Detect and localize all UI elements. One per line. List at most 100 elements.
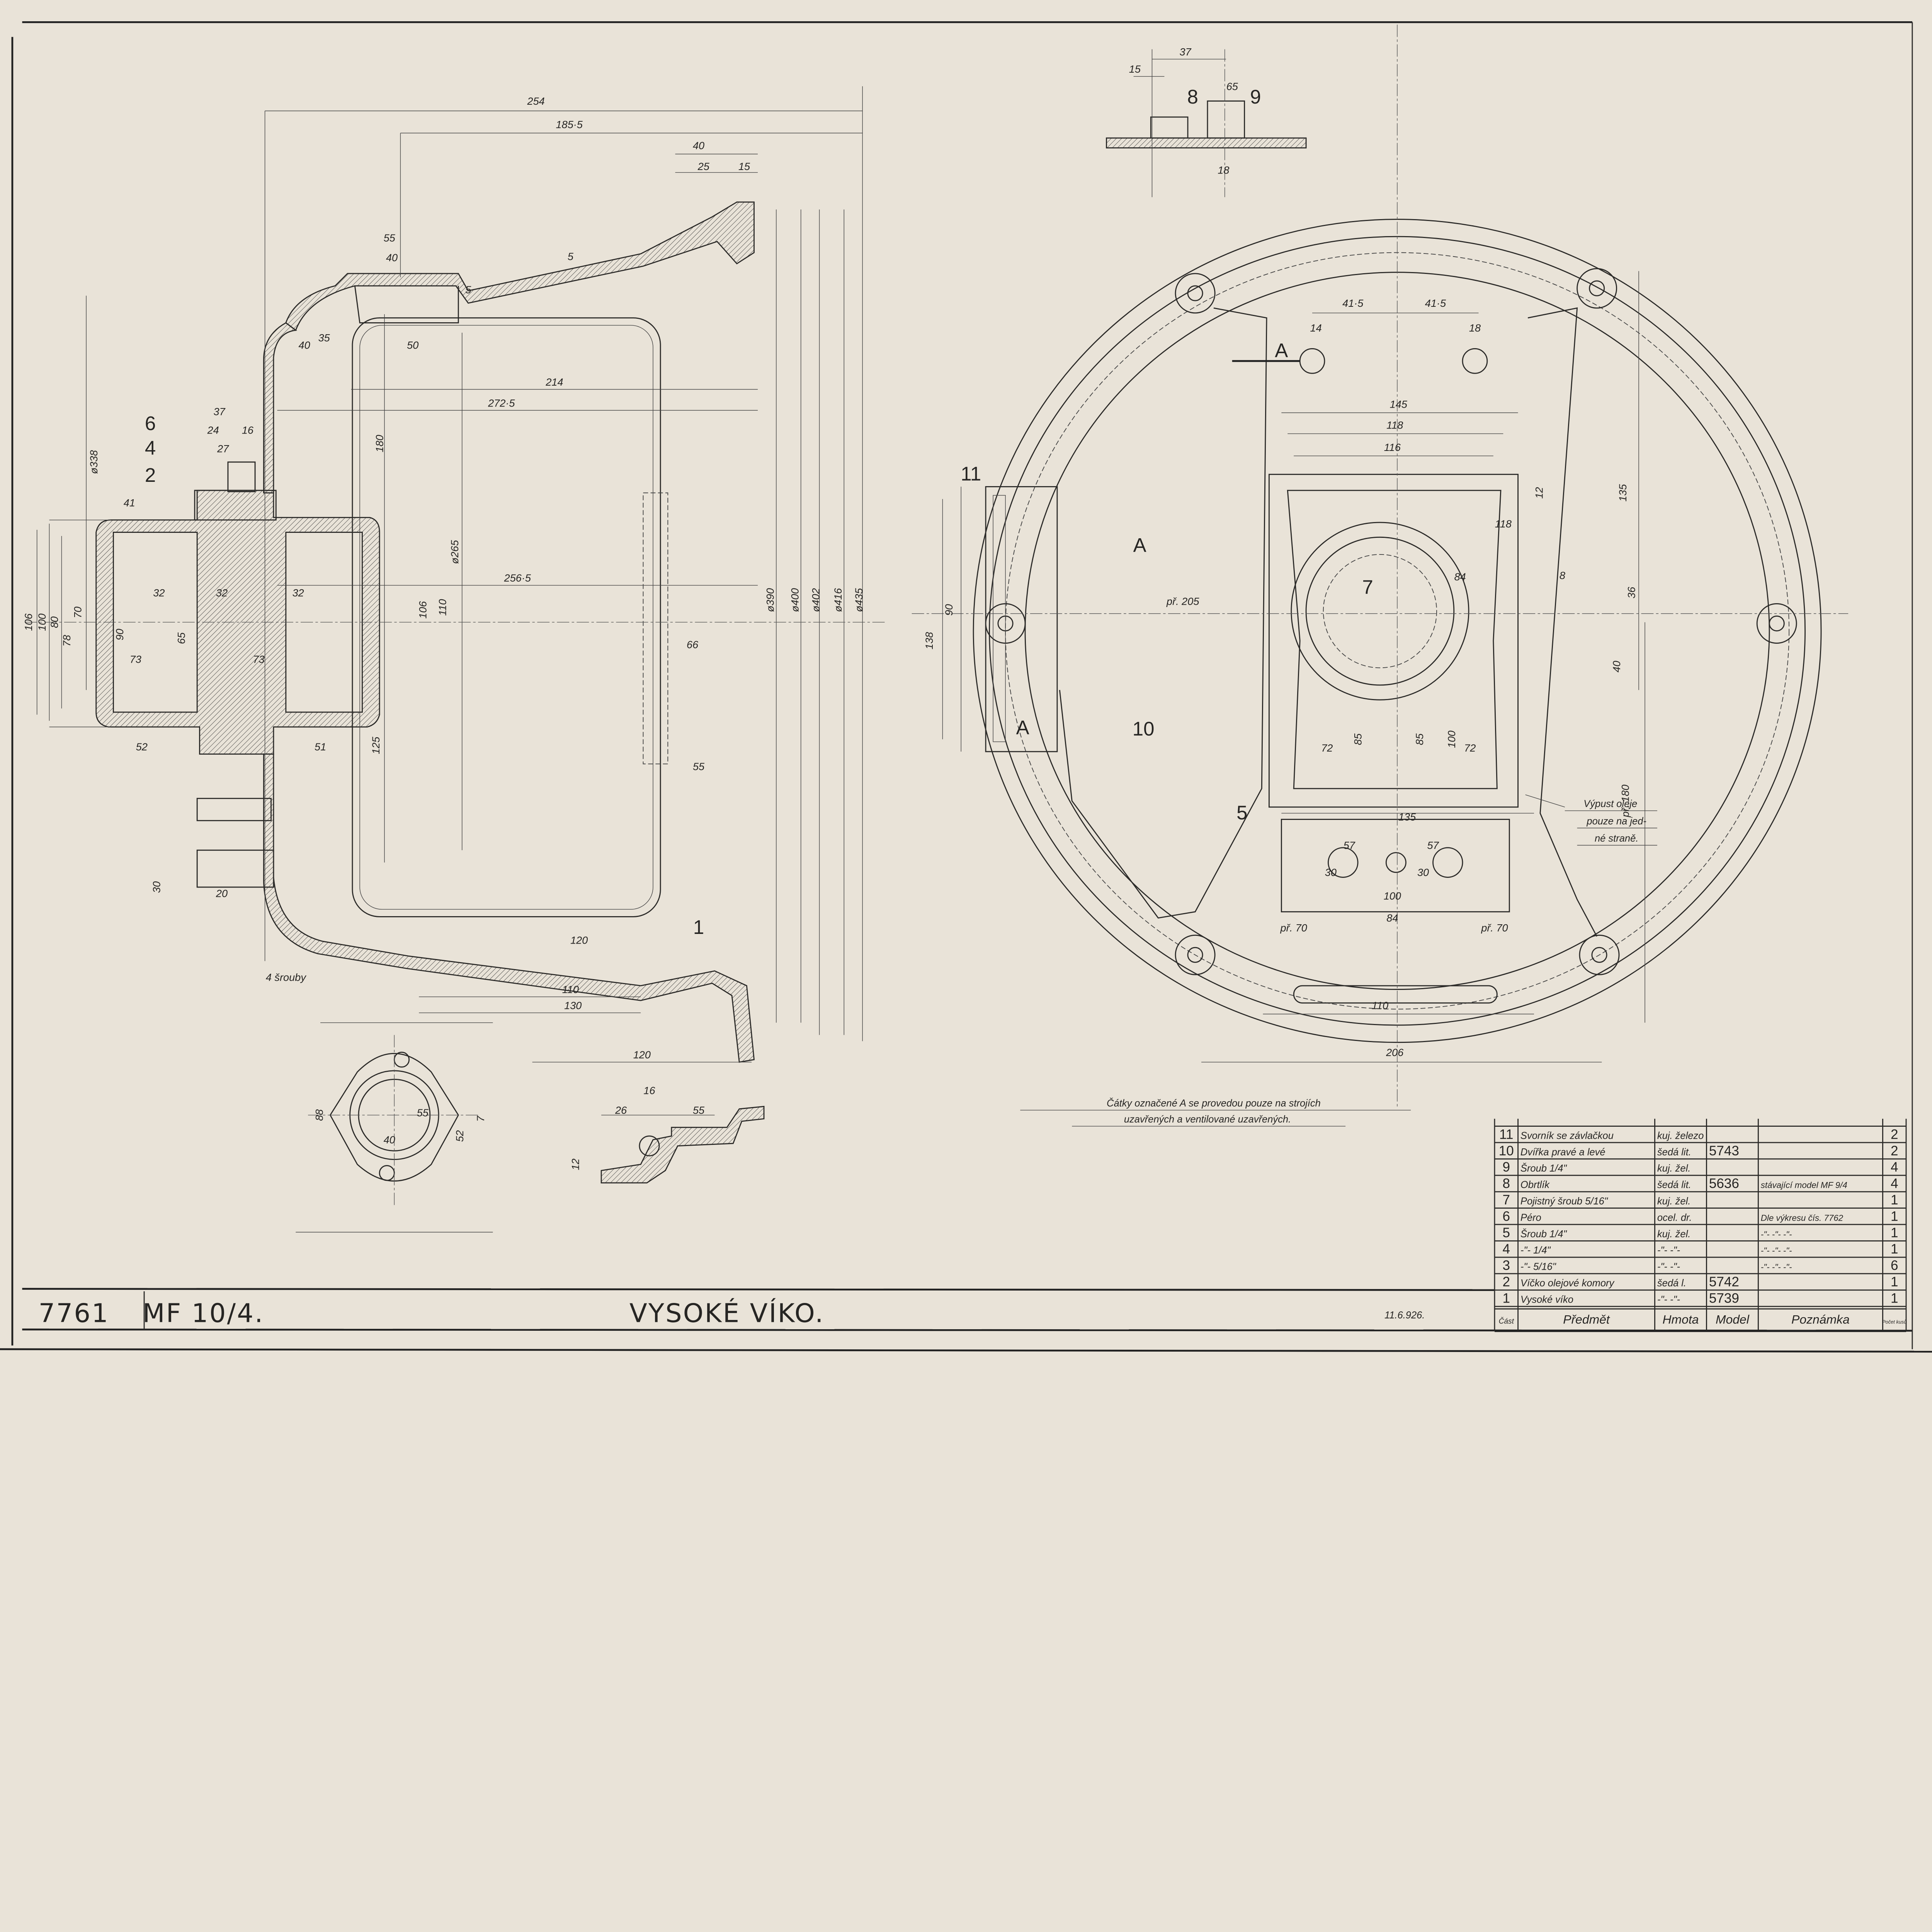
part-number-label: 2 [145,464,156,486]
dimension-label: 40 [299,339,310,351]
dimension-label: 116 [1384,441,1401,453]
dimension-label: 85 [1352,733,1364,745]
dimension-label: ø265 [449,540,461,564]
title-block [22,1288,1912,1332]
dimension-label: 8 [1560,570,1565,582]
drawing-date: 11.6.926. [1384,1310,1425,1321]
parts-row-remark: -"- -"- -"- [1761,1246,1792,1255]
parts-row-material: -"- -"- [1657,1262,1680,1272]
dimension-label: 214 [545,376,563,388]
note-oil-drain: pouze na jed- [1586,816,1646,827]
note-oil-drain: né straně. [1595,833,1638,844]
dimension-label: 24 [207,424,219,436]
dimension-label: 18 [1469,322,1481,334]
dimension-label: 52 [454,1130,466,1142]
parts-row-remark: stávající model MF 9/4 [1761,1180,1847,1190]
dimension-label: 40 [386,252,398,264]
dimension-label: 135 [1617,484,1629,502]
parts-row-part: 8 [1503,1176,1510,1191]
part-number-label: 7 [1362,576,1373,598]
drawing-title: VYSOKÉ VÍKO. [629,1298,825,1328]
part-number-label: 11 [961,463,981,485]
dimension-label: 100 [1384,890,1401,902]
boss-holes [985,268,1797,975]
dimension-label: 4 šrouby [266,971,306,983]
part-number-label: A [1016,717,1029,739]
parts-row-qty: 2 [1891,1143,1898,1158]
parts-row-pattern: 5743 [1709,1143,1739,1158]
dimension-label: př. 205 [1166,595,1199,607]
dimension-label: 41·5 [1342,297,1364,309]
parts-row-qty: 4 [1891,1160,1898,1175]
dimension-label: 16 [242,424,254,436]
dimension-label: ø416 [832,588,844,612]
dimension-label: 55 [693,760,705,772]
dimension-label: 118 [1495,518,1512,530]
parts-row-qty: 2 [1891,1127,1898,1142]
parts-row-qty: 4 [1891,1176,1898,1191]
dimension-label: 72 [1464,742,1476,754]
dimension-label: 65 [175,632,187,644]
dimension-label: 78 [61,635,73,646]
turn-button-detail [1106,49,1307,197]
dimension-label: 37 [214,406,226,418]
note-parts-a: Čátky označené A se provedou pouze na st… [1107,1098,1321,1109]
dimension-label: 20 [216,887,228,899]
parts-list-grid [1494,1119,1907,1332]
dimension-label: ø435 [853,588,865,612]
dimension-label: 185·5 [556,119,583,131]
dimension-label: 55 [693,1104,705,1116]
dimension-label: 30 [151,881,163,893]
parts-row-qty: 6 [1891,1258,1898,1273]
parts-row-material: kuj. žel. [1657,1163,1690,1174]
parts-row-part: 1 [1503,1291,1510,1306]
dimension-label: 145 [1390,398,1408,410]
parts-header-material: Hmota [1663,1313,1699,1327]
parts-row-item: Víčko olejové komory [1520,1278,1615,1289]
parts-row-part: 9 [1503,1160,1510,1175]
parts-row-part: 5 [1503,1225,1510,1240]
dimension-label: 32 [216,587,228,599]
dimension-label: 14 [1310,322,1322,334]
dimension-label: 32 [153,587,165,599]
dimension-label: 41 [124,497,135,509]
dimension-label: 40 [693,139,704,151]
front-view [912,24,1849,1109]
parts-row-remark: Dle výkresu čís. 7762 [1761,1213,1844,1223]
dimension-label: 27 [217,442,229,454]
part-number-label: 4 [145,437,156,459]
dimension-label: 12 [570,1158,582,1170]
dimension-label: 84 [1454,571,1466,583]
technical-drawing-sheet: 254185·54025155540550214272·5180ø265256·… [0,21,1932,1353]
parts-row-qty: 1 [1891,1242,1898,1257]
dimension-label: 15 [738,160,750,172]
parts-row-item: Obrtlík [1520,1180,1550,1190]
part-number-label: 9 [1250,86,1261,108]
dimension-label: 130 [564,1000,582,1012]
part-number-label: 10 [1133,718,1155,740]
parts-row-item: Péro [1520,1212,1541,1223]
dimension-label: 40 [1611,661,1622,672]
dimension-label: 110 [1372,1000,1388,1012]
part-number-label: A [1133,534,1146,556]
parts-row-part: 6 [1503,1209,1510,1224]
notes [1020,794,1657,1127]
parts-row-qty: 1 [1891,1225,1898,1240]
drawing-number: 7761 [39,1298,109,1328]
dimension-label: 118 [1386,419,1403,431]
parts-row-part: 4 [1503,1242,1510,1257]
dimension-label: 206 [1386,1046,1404,1058]
side-section-view [24,86,887,1063]
note-oil-drain: Výpust oleje [1583,799,1637,810]
parts-row-material: šedá lit. [1657,1180,1691,1190]
parts-header-qty: Počet kusů [1882,1319,1906,1325]
parts-row-material: kuj. žel. [1657,1196,1690,1207]
dimension-label: 120 [570,934,588,946]
dimension-label: 30 [1325,866,1337,878]
dimension-label: 37 [1180,46,1192,58]
parts-row-pattern: 5636 [1709,1176,1739,1191]
parts-header-remark: Poznámka [1791,1313,1850,1327]
dimension-label: 80 [48,616,60,628]
parts-row-part: 7 [1503,1192,1510,1208]
